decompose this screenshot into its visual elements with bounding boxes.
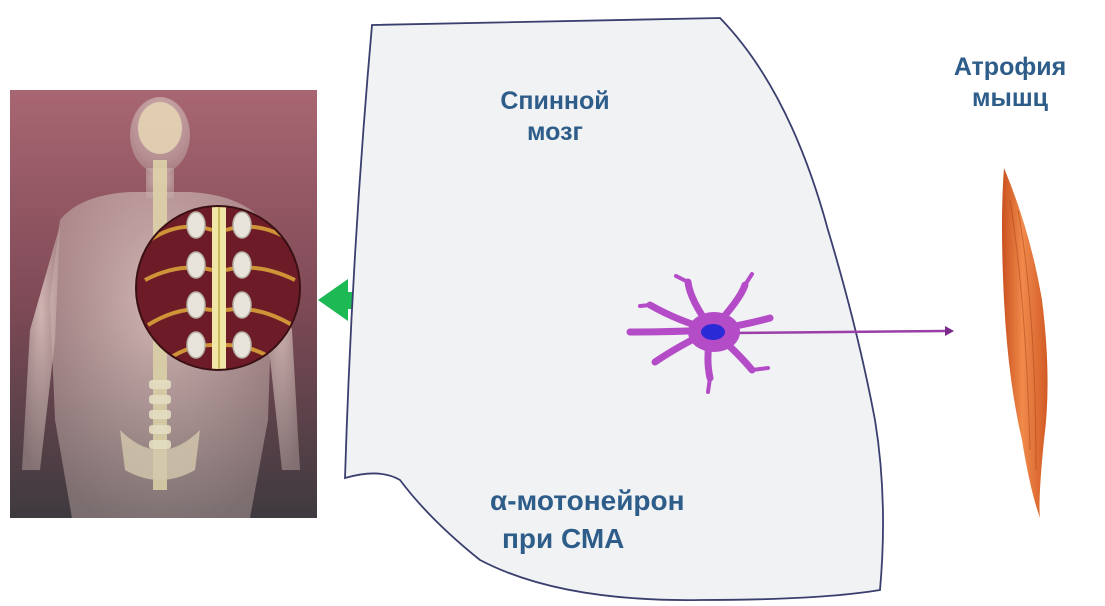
spinal-cord-label-line1: Спинной <box>455 86 655 117</box>
anatomy-panel <box>10 90 317 518</box>
motor-neuron-label-line2: при СМА <box>490 520 810 558</box>
muscle-atrophy-label-line1: Атрофия <box>930 52 1090 83</box>
spinal-cord-label-line2: мозг <box>455 117 655 148</box>
motor-neuron-label-line1: α-мотонейрон <box>490 482 810 520</box>
motor-neuron-label: α-мотонейрон при СМА <box>490 482 810 558</box>
muscle-fiber-icon <box>1002 168 1048 518</box>
spinal-cord-label: Спинной мозг <box>455 86 655 149</box>
muscle-atrophy-label-line2: мышц <box>930 83 1090 114</box>
muscle-atrophy-label: Атрофия мышц <box>930 52 1090 115</box>
